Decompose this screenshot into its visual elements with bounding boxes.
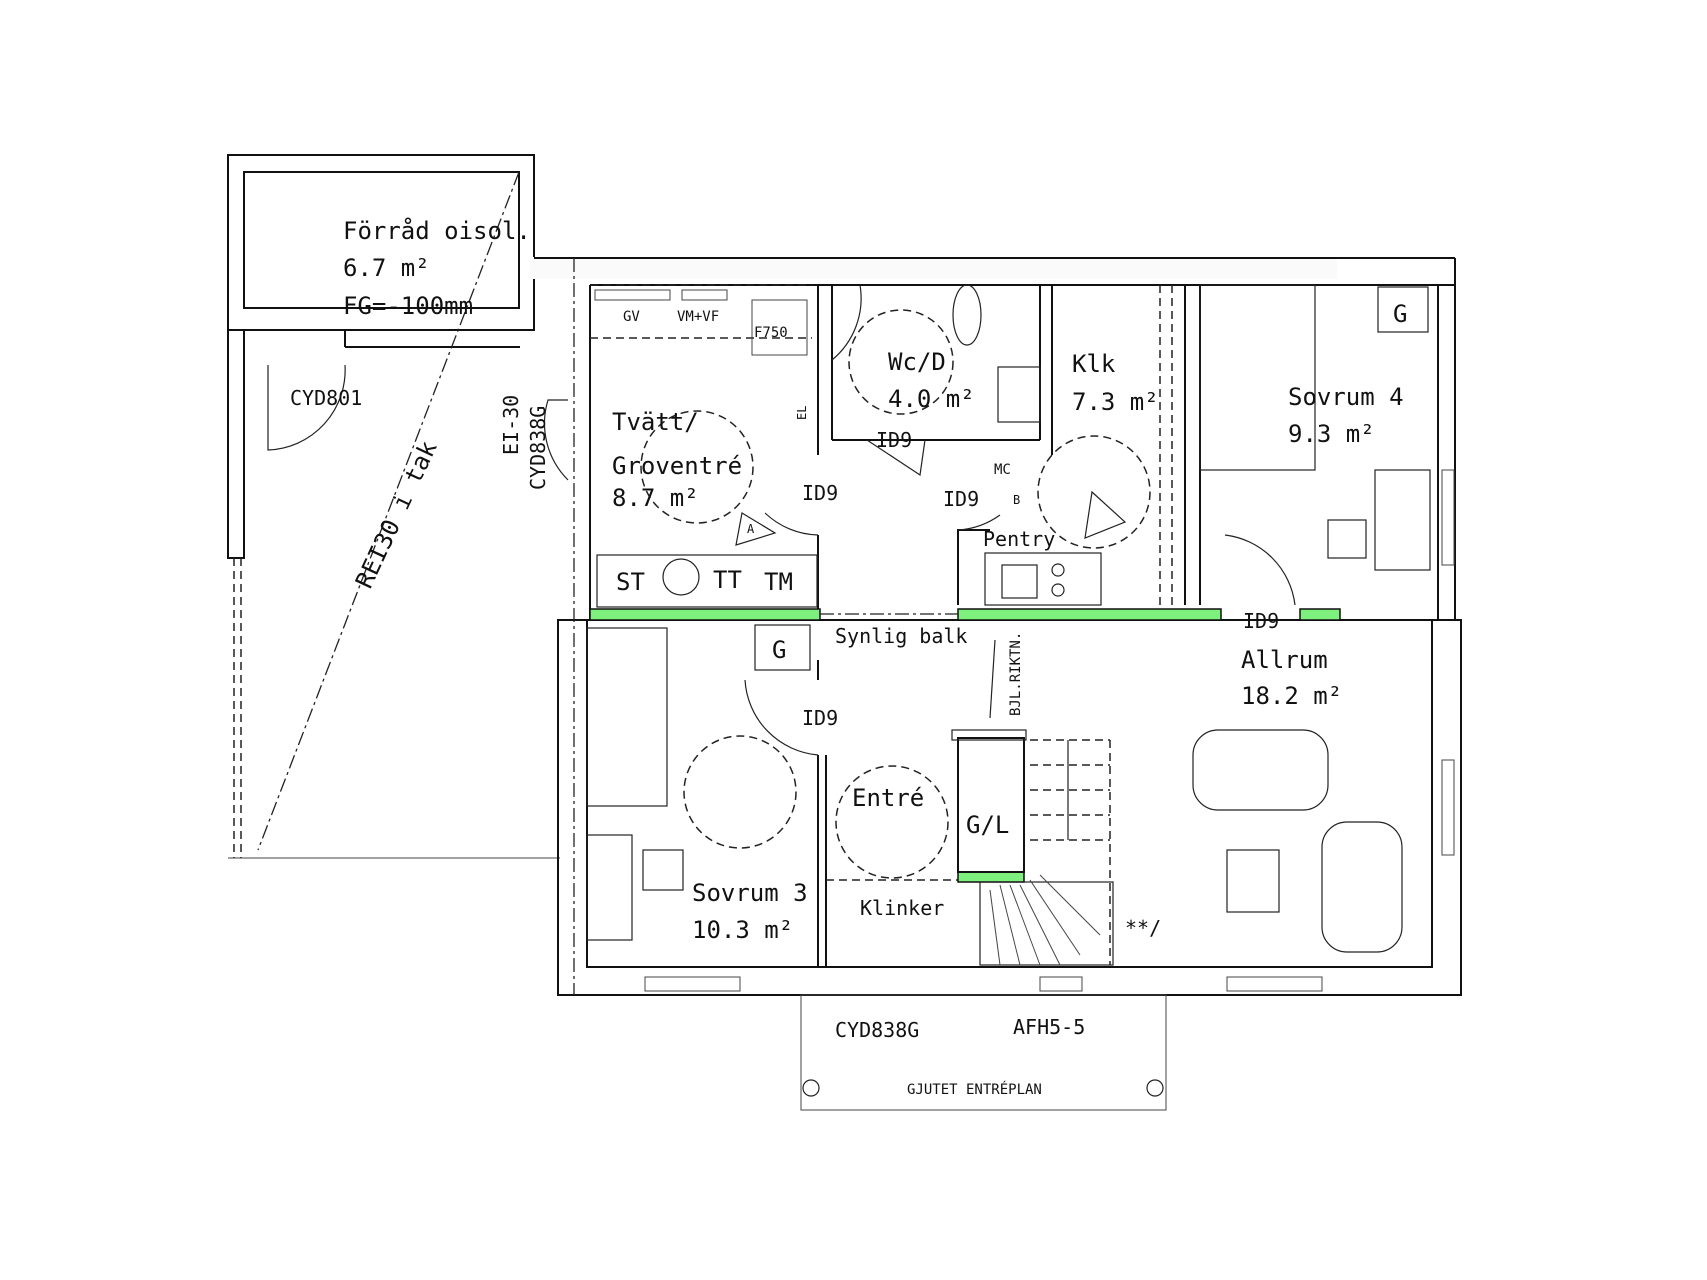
main-walls: [530, 257, 1462, 1111]
door-cyd838g: [543, 399, 569, 481]
highlight-wall: [957, 871, 1025, 883]
label-bjl-riktn: BJL.RIKTN.: [1008, 632, 1024, 716]
label-tm: TM: [764, 568, 793, 596]
highlight-wall: [589, 608, 821, 621]
labels: Förråd oisol. 6.7 m² FG=-100mm GV VM+VF …: [290, 216, 1407, 1098]
label-vmvf: VM+VF: [677, 309, 719, 325]
label-ei30: EI-30: [499, 395, 523, 455]
label-cyd838g-front: CYD838G: [835, 1018, 919, 1042]
label-cyd801: CYD801: [290, 386, 362, 410]
marker-a: A: [747, 522, 755, 536]
bed-sov4: [1199, 284, 1316, 471]
label-gv: GV: [623, 309, 640, 325]
room-area: 10.3 m²: [692, 916, 793, 944]
stairs-note: **/: [1125, 916, 1161, 940]
room-area: 18.2 m²: [1241, 682, 1342, 710]
label-tt: TT: [713, 566, 742, 594]
room-name: Entré: [852, 784, 924, 812]
label-gjutet-entreplan: GJUTET ENTRÉPLAN: [907, 1081, 1042, 1098]
room-name: Förråd oisol.: [343, 216, 531, 245]
room-name: Wc/D: [888, 348, 946, 376]
label-f750: F750: [754, 325, 788, 341]
bed-sov3: [586, 627, 668, 807]
label-synlig-balk: Synlig balk: [835, 624, 967, 648]
table: [1226, 849, 1280, 913]
label-cyd838g: CYD838G: [526, 406, 550, 490]
door-label: ID9: [1243, 609, 1279, 633]
storage-walls: [227, 154, 569, 859]
label-st: ST: [616, 568, 645, 596]
label-g: G: [1393, 300, 1407, 328]
room-name: Groventré: [612, 452, 742, 480]
toilet: [952, 284, 982, 346]
armchair-sofa: [1321, 821, 1403, 953]
label-el: EL: [795, 406, 809, 420]
kitchenette: [984, 552, 1102, 606]
room-name: Allrum: [1241, 646, 1328, 674]
highlight-wall: [1299, 608, 1341, 621]
rei30-line: [257, 171, 520, 851]
sofa: [1192, 729, 1329, 811]
room-name: Klk: [1072, 350, 1116, 378]
room-area: 4.0 m²: [888, 385, 975, 413]
label-pentry: Pentry: [983, 527, 1055, 551]
room-name: Sovrum 4: [1288, 383, 1404, 411]
door-label: ID9: [943, 487, 979, 511]
highlight-wall: [957, 608, 1222, 621]
door-label: ID9: [876, 428, 912, 452]
marker-b: B: [1013, 493, 1020, 507]
room-area: 8.7 m²: [612, 484, 699, 512]
floor-material: Klinker: [860, 896, 944, 920]
label-g: G: [772, 636, 786, 664]
room-name: Sovrum 3: [692, 879, 808, 907]
room-name: Tvätt/: [612, 408, 699, 436]
label-mc: MC: [994, 462, 1011, 478]
room-area: 9.3 m²: [1288, 420, 1375, 448]
room-note: FG=-100mm: [343, 292, 473, 320]
room-area: 6.7 m²: [343, 254, 430, 282]
entrance-slab: [800, 994, 1167, 1111]
staircase: [979, 739, 1114, 966]
label-rei30: REI30 i tak: [350, 436, 443, 592]
door-label: ID9: [802, 481, 838, 505]
door-cyd801: [267, 364, 346, 451]
label-gl: G/L: [966, 811, 1009, 839]
label-afh: AFH5-5: [1013, 1015, 1085, 1039]
door-label: ID9: [802, 706, 838, 730]
room-area: 7.3 m²: [1072, 388, 1159, 416]
laundry-units: [596, 554, 818, 608]
